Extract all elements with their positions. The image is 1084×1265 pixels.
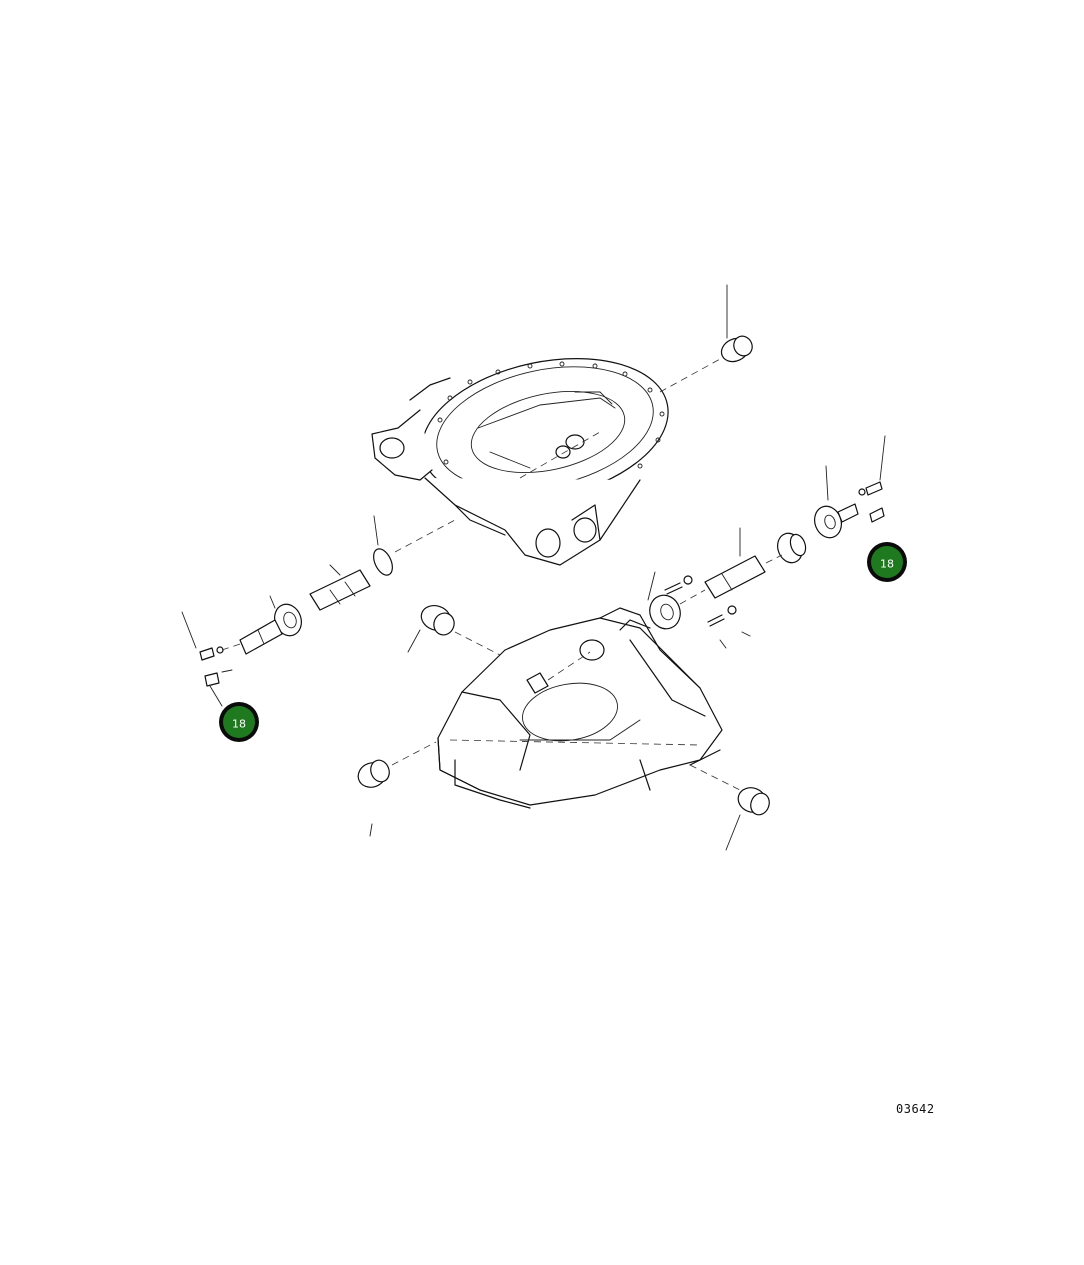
left-pin-assembly xyxy=(181,515,456,707)
upper-frame xyxy=(371,357,669,566)
drawing-number: 03642 xyxy=(896,1102,935,1116)
callout-left-label: 18 xyxy=(232,718,246,731)
upper-bushing xyxy=(659,284,753,393)
callout-left[interactable]: 18 xyxy=(219,702,259,742)
callout-right-label: 18 xyxy=(880,558,894,571)
right-pin-assembly xyxy=(647,435,886,649)
lower-frame xyxy=(437,607,723,809)
callout-right[interactable]: 18 xyxy=(867,542,907,582)
lower-bushings xyxy=(357,605,770,851)
